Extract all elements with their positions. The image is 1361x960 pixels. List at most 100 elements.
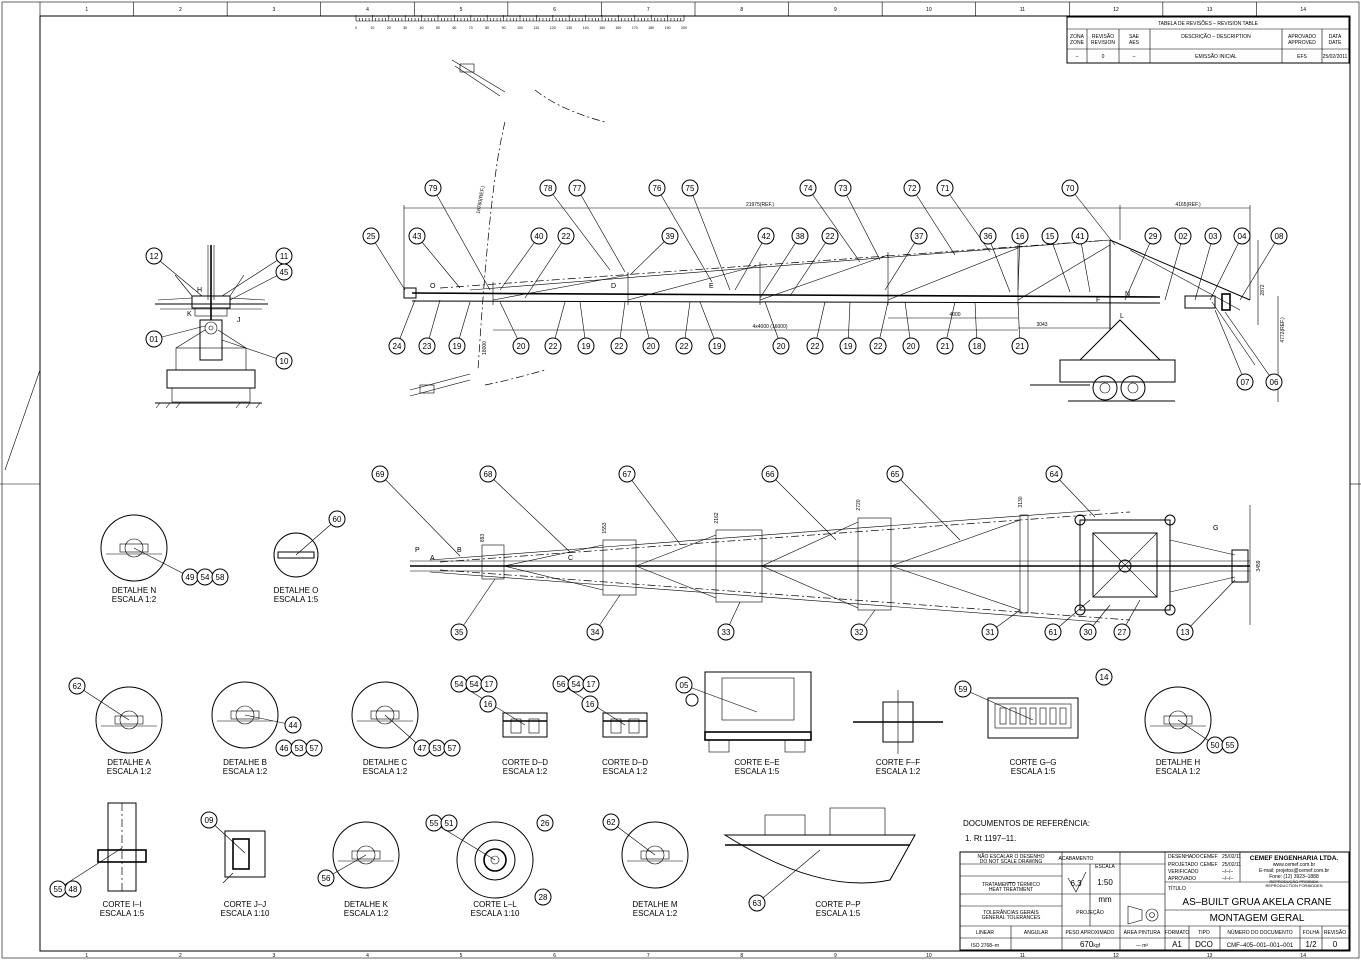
mark-a: A <box>430 555 435 562</box>
svg-text:60: 60 <box>333 515 342 524</box>
item-balloon: 62 <box>68 677 130 721</box>
tb-title-line-1: AS–BUILT GRUA AKELA CRANE <box>1182 897 1331 908</box>
tb-drawn-by: CEMEF <box>1200 854 1218 860</box>
tb-company: CEMEF ENGENHARIA LTDA. <box>1250 855 1339 862</box>
column-label: 11 <box>1020 7 1025 13</box>
svg-text:20: 20 <box>647 342 656 351</box>
item-balloon: 54 <box>196 568 214 586</box>
tb-label-cotas: NÃO ESCALAR O DESENHO <box>978 853 1045 860</box>
dim-right: 4165(REF.) <box>1175 202 1201 208</box>
item-balloon: 75 <box>681 179 731 291</box>
svg-text:53: 53 <box>433 744 442 753</box>
svg-text:78: 78 <box>544 184 553 193</box>
item-balloon: 35 <box>450 578 496 641</box>
svg-text:10: 10 <box>280 357 289 366</box>
item-balloon: 16 <box>479 695 497 713</box>
detail-title: CORTE F–F <box>876 758 920 767</box>
detail-title: DETALHE B <box>223 758 267 767</box>
item-balloon: 10 <box>221 339 293 370</box>
tb-website: www.cemef.com.br <box>1273 862 1316 868</box>
item-balloon: 46 <box>275 739 293 757</box>
svg-text:16: 16 <box>484 700 493 709</box>
column-label: 4 <box>366 7 369 13</box>
tb-label-linear: LINEAR <box>976 930 994 936</box>
item-balloon: 22 <box>610 301 628 355</box>
svg-text:54: 54 <box>572 680 581 689</box>
revision-header-cell: APPROVED <box>1288 40 1316 46</box>
svg-text:19: 19 <box>453 342 462 351</box>
item-balloon: 19 <box>448 301 471 355</box>
item-balloon: 32 <box>850 609 876 641</box>
item-balloon: 15 <box>1041 227 1071 293</box>
item-balloon: 54 <box>567 675 585 693</box>
detail-title: DETALHE K <box>344 900 389 909</box>
title-block: NÃO ESCALAR O DESENHO DO NOT SCALE DRAWI… <box>959 851 1350 951</box>
detail-title: DETALHE M <box>632 900 678 909</box>
item-balloon: 43 <box>408 227 461 289</box>
item-balloon: 27 <box>1113 599 1141 641</box>
dim-3459: 3459 <box>1256 560 1262 571</box>
mark-h: H <box>197 287 202 294</box>
detail-title: CORTE G–G <box>1010 758 1057 767</box>
svg-text:46: 46 <box>280 744 289 753</box>
scale-tick-label: 200 <box>681 26 687 30</box>
item-balloon: 02 <box>1164 227 1192 301</box>
scale-tick-label: 0 <box>355 26 357 30</box>
detail-title: DETALHE H <box>1156 758 1201 767</box>
item-balloon: 09 <box>200 811 246 854</box>
scale-tick-label: 40 <box>420 26 424 30</box>
tb-email: E-mail: projetos@cemef.com.br <box>1259 868 1329 874</box>
inner-frame <box>39 15 1351 952</box>
scale-tick-label: 70 <box>469 26 473 30</box>
svg-text:15: 15 <box>1046 232 1055 241</box>
item-balloon: 19 <box>839 301 857 355</box>
item-balloon: 42 <box>734 227 775 291</box>
tb-label-trat-en: HEAT TREATMENT <box>989 887 1033 893</box>
svg-text:22: 22 <box>874 342 883 351</box>
svg-text:13: 13 <box>1181 628 1190 637</box>
item-balloon: 20 <box>499 301 530 355</box>
mark-d: D <box>611 283 616 290</box>
item-balloon: 79 <box>424 179 491 291</box>
item-balloon: 30 <box>1079 604 1111 641</box>
svg-text:36: 36 <box>984 232 993 241</box>
svg-text:71: 71 <box>941 184 950 193</box>
svg-text:20: 20 <box>907 342 916 351</box>
item-balloon: 16 <box>581 695 599 713</box>
revision-header-cell: SAE <box>1129 34 1140 40</box>
svg-text:19: 19 <box>844 342 853 351</box>
svg-text:29: 29 <box>1149 232 1158 241</box>
detail-title: CORTE I–I <box>103 900 142 909</box>
detail-title: DETALHE N <box>112 586 157 595</box>
detail-title: CORTE P–P <box>815 900 860 909</box>
tb-label-projetado: PROJETADO <box>1168 862 1198 868</box>
item-balloon: 18 <box>968 301 986 355</box>
detail-title: CORTE J–J <box>224 900 267 909</box>
svg-text:30: 30 <box>1084 628 1093 637</box>
revision-cell: EMISSÃO INICIAL <box>1195 53 1237 60</box>
column-label: 9 <box>834 7 837 13</box>
column-label: 12 <box>1113 7 1119 13</box>
detail-scale: ESCALA 1:5 <box>274 595 319 604</box>
svg-text:77: 77 <box>573 184 582 193</box>
svg-text:16: 16 <box>586 700 595 709</box>
svg-text:14: 14 <box>1100 673 1109 682</box>
item-balloon: 22 <box>806 301 826 355</box>
mark-b: B <box>457 547 462 554</box>
svg-text:48: 48 <box>69 885 78 894</box>
dim-3130: 3130 <box>1018 496 1024 507</box>
svg-text:31: 31 <box>986 628 995 637</box>
revision-header-cell: DATE <box>1329 40 1343 46</box>
item-balloon: 66 <box>761 465 837 541</box>
scale-tick-label: 60 <box>452 26 456 30</box>
scale-tick-label: 160 <box>615 26 621 30</box>
item-balloon: 72 <box>903 179 956 256</box>
column-label: 6 <box>553 7 556 13</box>
detail-scale: ESCALA 1:2 <box>603 767 648 776</box>
scale-tick-label: 50 <box>436 26 440 30</box>
svg-text:73: 73 <box>839 184 848 193</box>
